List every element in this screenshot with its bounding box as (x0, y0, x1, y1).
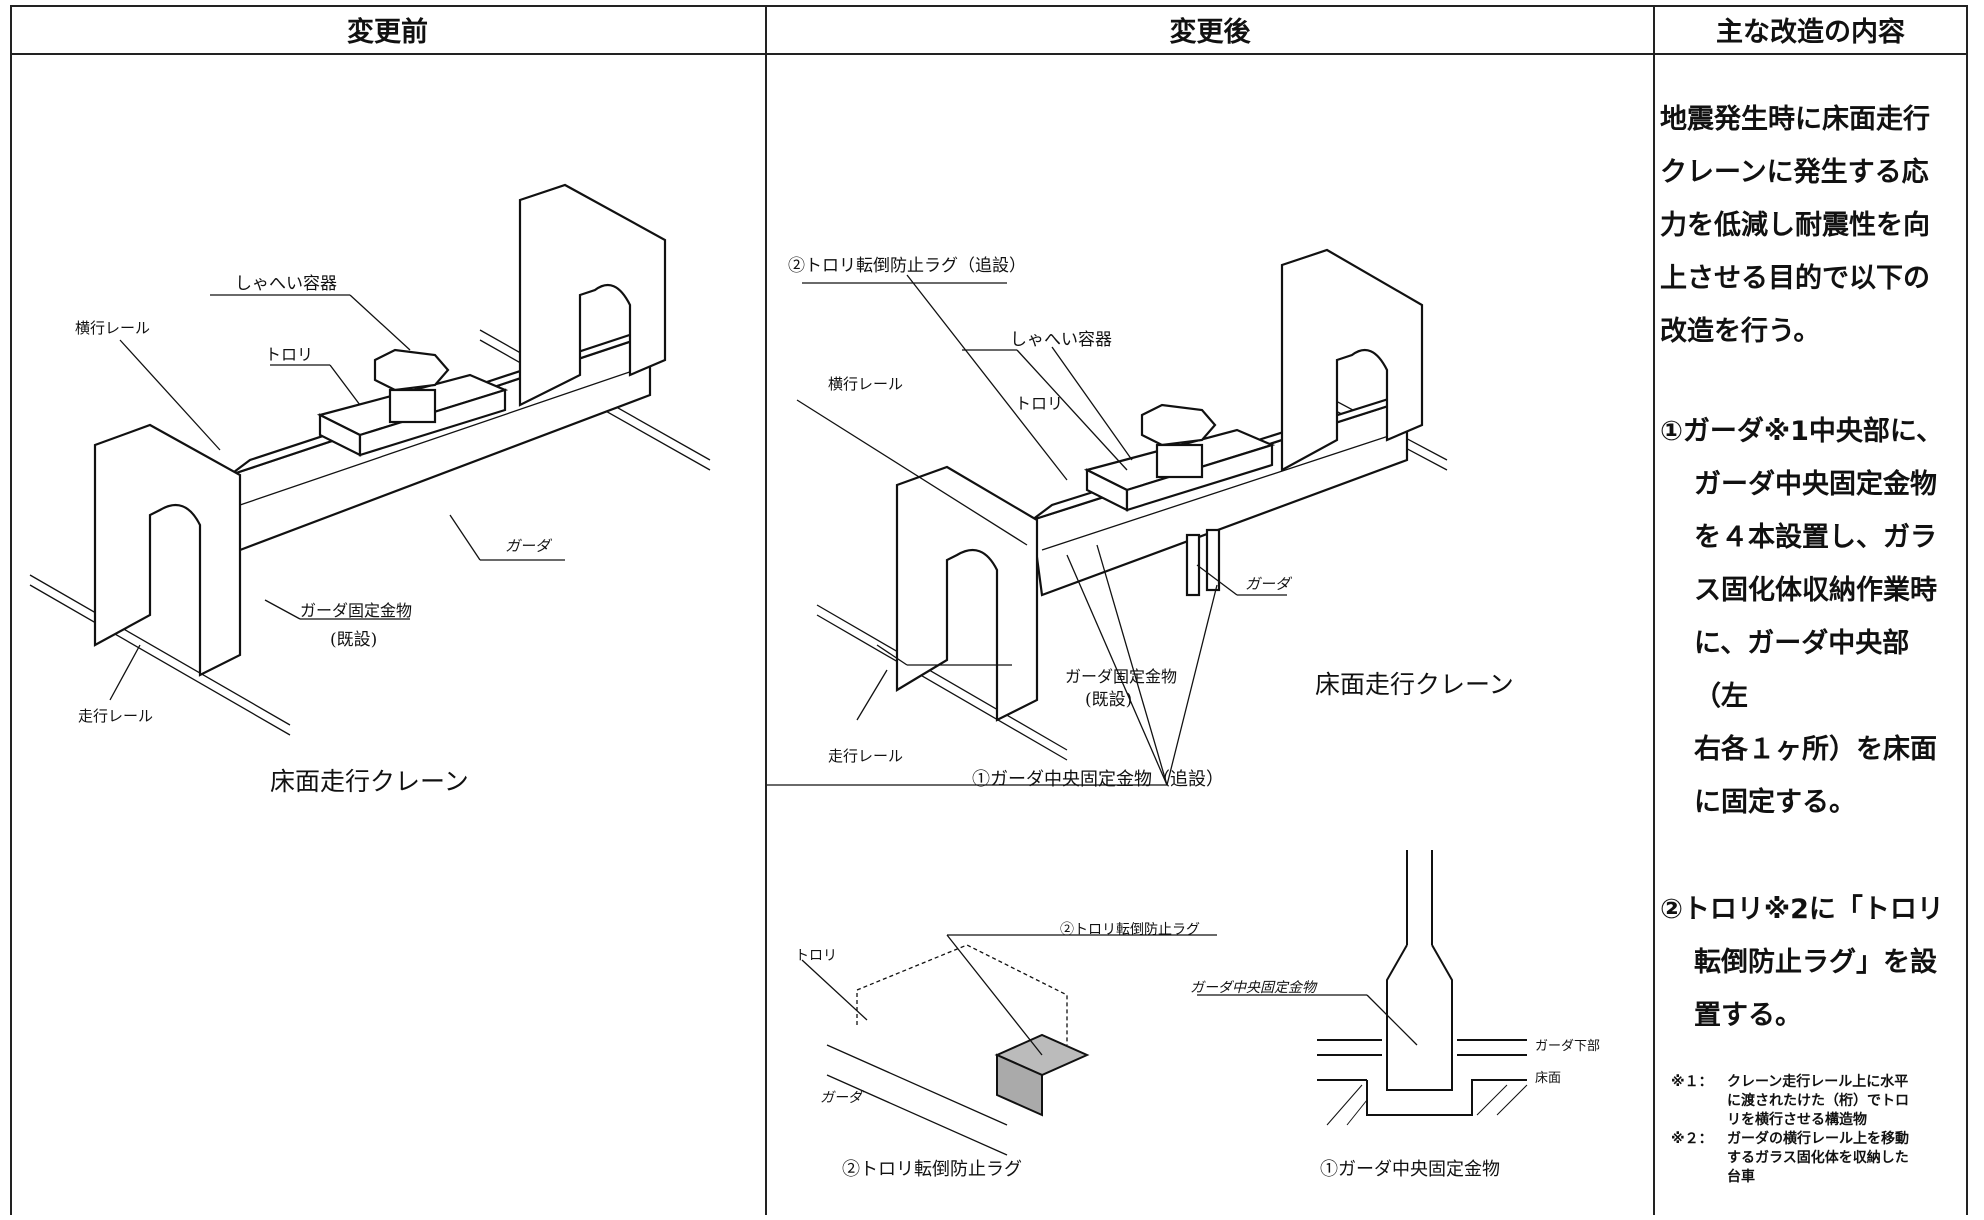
before-container-label: しゃへい容器 (235, 274, 337, 294)
header-after: 変更後 (1169, 16, 1251, 48)
footnote-line: クレーン走行レール上に水平 (1727, 1074, 1909, 1090)
desc-intro-line: 力を低減し耐震性を向 (1660, 210, 1930, 241)
header-content: 主な改造の内容 (1716, 16, 1905, 48)
table-top-border (10, 5, 1968, 7)
before-girder-fixture-label: ガーダ固定金物 (300, 601, 413, 620)
crane-before-drawing (29, 183, 711, 736)
footnotes: ※１： クレーン走行レール上に水平 に渡されたけた（桁）でトロ リを横行させる構… (1671, 1073, 1971, 1187)
footnote-key: ※１： (1671, 1074, 1713, 1090)
footnote-line: 台車 (1727, 1169, 1755, 1185)
desc-item2-line: 置する。 (1694, 1000, 1802, 1031)
desc-item1-line: を４本設置し、ガラ (1694, 522, 1937, 553)
lug-detail-label: ②トロリ転倒防止ラグ (1060, 922, 1200, 938)
desc-item2-line: 転倒防止ラグ」を設 (1694, 947, 1937, 978)
desc-intro-line: 上させる目的で以下の (1660, 263, 1930, 294)
before-girder-label: ガーダ (505, 537, 551, 555)
header-before: 変更前 (347, 16, 428, 48)
lug-detail-girder-label: ガーダ (820, 1090, 862, 1106)
after-trolley-label: トロリ (1015, 394, 1064, 413)
table-left-border (10, 5, 12, 1215)
fixture-detail-label: ガーダ中央固定金物 (1190, 980, 1316, 996)
fixture-girder-bottom-label: ガーダ下部 (1535, 1039, 1601, 1054)
desc-item1-line: に、ガーダ中央部（左 (1694, 628, 1910, 712)
desc-item2-line: ②トロリ※2に「トロリ (1660, 894, 1944, 925)
before-traverse-rail-label: 横行レール (75, 319, 151, 337)
desc-item1-line: ス固化体収納作業時 (1694, 575, 1937, 606)
after-existing-label: (既設) (1085, 690, 1133, 710)
footnote-line: するガラス固化体を収納した (1727, 1150, 1909, 1166)
desc-item1-line: に固定する。 (1694, 787, 1856, 818)
before-trolley-label: トロリ (265, 345, 314, 364)
footnote-2: ※２： ガーダの横行レール上を移動 するガラス固化体を収納した 台車 (1671, 1130, 1971, 1187)
fixture-floor-label: 床面 (1535, 1071, 1562, 1086)
after-center-fixture-label: ①ガーダ中央固定金物（追設） (972, 769, 1224, 790)
after-container-label: しゃへい容器 (1010, 330, 1112, 350)
after-girder-label: ガーダ (1245, 575, 1291, 593)
desc-item1-line: 右各１ヶ所）を床面 (1694, 734, 1937, 765)
footnote-line: リを横行させる構造物 (1727, 1112, 1867, 1128)
after-travel-rail-label: 走行レール (828, 747, 904, 765)
modification-description: 地震発生時に床面走行 クレーンに発生する応 力を低減し耐震性を向 上させる目的で… (1660, 93, 1960, 1042)
footnote-line: ガーダの横行レール上を移動 (1727, 1131, 1909, 1147)
footnote-line: に渡されたけた（桁）でトロ (1727, 1093, 1909, 1109)
lug-detail-caption: ②トロリ転倒防止ラグ (842, 1159, 1022, 1180)
desc-intro-line: クレーンに発生する応 (1660, 157, 1929, 188)
after-girder-fixture-label: ガーダ固定金物 (1065, 667, 1178, 686)
table-right-border (1966, 5, 1968, 1215)
after-lug-added-label: ②トロリ転倒防止ラグ（追設） (788, 256, 1026, 276)
desc-item1-line: ガーダ中央固定金物 (1694, 469, 1937, 500)
footnote-key: ※２： (1671, 1131, 1713, 1147)
column-divider-1 (765, 5, 767, 1215)
before-caption: 床面走行クレーン (270, 767, 469, 796)
comparison-table: 変更前 変更後 主な改造の内容 しゃへい容器 横行レー (10, 5, 1968, 1215)
after-traverse-rail-label: 横行レール (828, 375, 904, 393)
fixture-detail-caption: ①ガーダ中央固定金物 (1320, 1159, 1500, 1180)
lug-detail-trolley-label: トロリ (795, 948, 837, 964)
footnote-1: ※１： クレーン走行レール上に水平 に渡されたけた（桁）でトロ リを横行させる構… (1671, 1073, 1971, 1130)
before-existing-label: (既設) (330, 630, 378, 650)
after-caption: 床面走行クレーン (1315, 670, 1514, 699)
crane-after-drawing (767, 248, 1528, 1156)
before-travel-rail-label: 走行レール (78, 707, 154, 725)
header-bottom-border (10, 53, 1968, 55)
column-divider-2 (1653, 5, 1655, 1215)
desc-intro-line: 改造を行う。 (1660, 316, 1821, 347)
desc-item1-line: ①ガーダ※1中央部に、 (1660, 416, 1944, 447)
desc-intro-line: 地震発生時に床面走行 (1660, 104, 1930, 135)
